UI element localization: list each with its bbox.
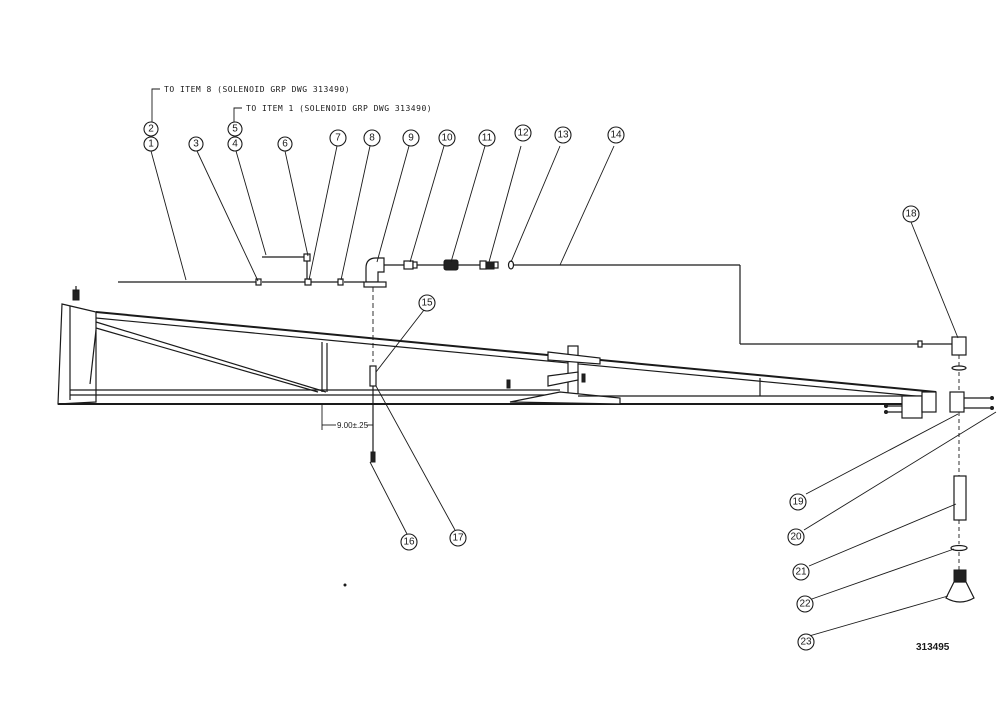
svg-text:13: 13 xyxy=(557,130,569,141)
note-item8: TO ITEM 8 (SOLENOID GRP DWG 313490) xyxy=(151,85,350,124)
svg-text:1: 1 xyxy=(148,139,154,150)
svg-text:11: 11 xyxy=(482,133,493,144)
svg-text:18: 18 xyxy=(905,209,917,220)
balloon-21: 21 xyxy=(792,563,810,581)
balloon-1: 1 xyxy=(143,136,159,152)
svg-text:16: 16 xyxy=(403,537,415,548)
svg-text:TO ITEM 1 (SOLENOID GRP DWG 31: TO ITEM 1 (SOLENOID GRP DWG 313490) xyxy=(246,104,432,113)
svg-text:5: 5 xyxy=(232,124,238,135)
balloon-15: 15 xyxy=(418,294,436,312)
svg-text:9: 9 xyxy=(408,133,414,144)
note-item1: TO ITEM 1 (SOLENOID GRP DWG 313490) xyxy=(233,104,432,124)
balloon-23: 23 xyxy=(797,633,815,651)
balloon-12: 12 xyxy=(514,124,532,142)
balloon-20: 20 xyxy=(787,528,805,546)
balloon-10: 10 xyxy=(438,129,456,147)
svg-text:4: 4 xyxy=(232,139,238,150)
svg-text:3: 3 xyxy=(193,139,199,150)
balloon-17: 17 xyxy=(449,529,467,547)
svg-text:15: 15 xyxy=(421,298,433,309)
svg-text:10: 10 xyxy=(441,133,453,144)
balloon-18: 18 xyxy=(902,205,920,223)
balloon-22: 22 xyxy=(796,595,814,613)
boom-frame xyxy=(57,286,994,419)
svg-text:22: 22 xyxy=(799,599,811,610)
svg-text:2: 2 xyxy=(148,124,154,135)
nozzle-assembly xyxy=(945,355,975,603)
drawing-number: 313495 xyxy=(916,642,950,653)
balloon-5: 5 xyxy=(227,121,243,137)
svg-text:19: 19 xyxy=(792,497,804,508)
balloon-6: 6 xyxy=(277,136,293,152)
hose-assembly xyxy=(118,253,967,356)
balloon-14: 14 xyxy=(607,126,625,144)
svg-text:17: 17 xyxy=(452,533,464,544)
svg-text:8: 8 xyxy=(369,133,375,144)
stray-dot xyxy=(343,583,347,587)
balloon-7: 7 xyxy=(329,129,347,147)
balloon-2: 2 xyxy=(143,121,159,137)
center-drop xyxy=(369,287,377,463)
balloon-4: 4 xyxy=(227,136,243,152)
balloon-3: 3 xyxy=(188,136,204,152)
svg-text:TO ITEM 8 (SOLENOID GRP DWG 31: TO ITEM 8 (SOLENOID GRP DWG 313490) xyxy=(164,85,350,94)
balloon-9: 9 xyxy=(402,129,420,147)
balloon-11: 11 xyxy=(478,129,496,147)
svg-text:14: 14 xyxy=(610,130,622,141)
dimension-9in: 9.00±.25 xyxy=(321,404,374,430)
svg-text:6: 6 xyxy=(282,139,288,150)
dimension-label: 9.00±.25 xyxy=(337,421,369,430)
balloon-13: 13 xyxy=(554,126,572,144)
balloon-16: 16 xyxy=(400,533,418,551)
svg-text:21: 21 xyxy=(795,567,807,578)
balloon-8: 8 xyxy=(363,129,381,147)
svg-text:12: 12 xyxy=(517,128,529,139)
leader-lines xyxy=(150,145,997,637)
svg-text:20: 20 xyxy=(790,532,802,543)
balloon-19: 19 xyxy=(789,493,807,511)
svg-text:7: 7 xyxy=(335,133,341,144)
svg-text:23: 23 xyxy=(800,637,812,648)
